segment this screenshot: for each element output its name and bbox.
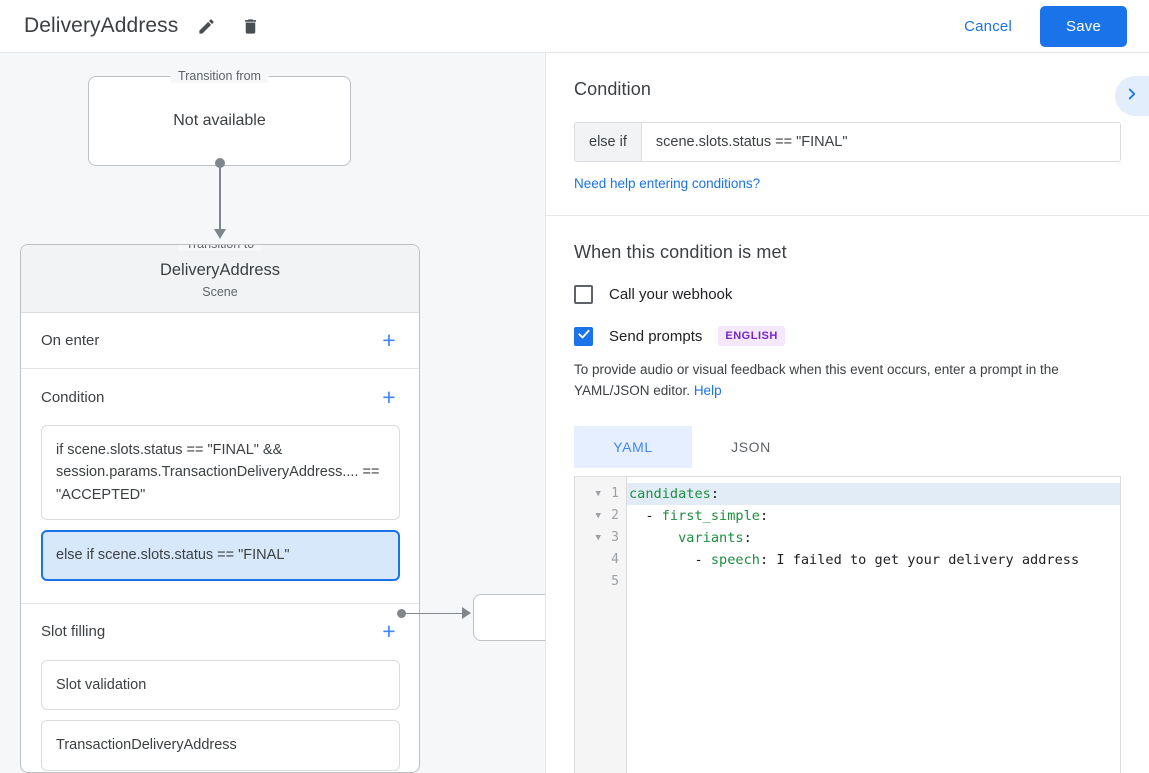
send-prompts-label: Send prompts xyxy=(609,327,703,345)
transition-from-legend: Transition from xyxy=(170,69,269,83)
scene-type: Scene xyxy=(202,285,238,299)
scene-header: DeliveryAddress Scene xyxy=(21,245,419,313)
connector-arrowhead-right xyxy=(462,607,471,619)
add-slot-filling-button[interactable]: + xyxy=(382,618,396,645)
condition-item[interactable]: if scene.slots.status == "FINAL" && sess… xyxy=(41,425,400,521)
when-condition-met-heading: When this condition is met xyxy=(574,242,787,262)
trash-icon xyxy=(241,17,260,36)
section-divider xyxy=(21,602,419,604)
tab-yaml[interactable]: YAML xyxy=(574,425,692,468)
chevron-right-icon xyxy=(1123,85,1141,108)
editor-gutter-line: 4 xyxy=(575,549,626,571)
connector-line-vertical xyxy=(219,163,221,231)
editor-code-area[interactable]: candidates: - first_simple: variants: - … xyxy=(627,477,1120,773)
connector-line-horizontal xyxy=(404,613,464,615)
editor-code-line xyxy=(627,571,1120,593)
condition-section: Condition else if scene.slots.status == … xyxy=(546,53,1149,216)
condition-expression-row[interactable]: else if scene.slots.status == "FINAL" xyxy=(574,122,1121,162)
when-condition-met-section: When this condition is met Call your web… xyxy=(546,216,1149,773)
section-title-on-enter: On enter xyxy=(41,332,100,349)
editor-gutter-line: 5 xyxy=(575,571,626,593)
section-body-condition: if scene.slots.status == "FINAL" && sess… xyxy=(21,425,419,601)
condition-expression-input[interactable]: scene.slots.status == "FINAL" xyxy=(641,123,1120,161)
section-header-condition: Condition + xyxy=(21,369,419,425)
condition-item-selected[interactable]: else if scene.slots.status == "FINAL" xyxy=(41,530,400,581)
scene-name: DeliveryAddress xyxy=(159,261,281,279)
editor-gutter-line: ▼1 xyxy=(575,483,626,505)
editor-format-tabs: YAML JSON xyxy=(574,425,1121,468)
send-prompts-checkbox-row[interactable]: Send prompts ENGLISH xyxy=(574,326,1121,346)
collapse-panel-button[interactable] xyxy=(1115,76,1149,116)
yaml-key: first_simple xyxy=(661,507,760,524)
webhook-checkbox-row[interactable]: Call your webhook xyxy=(574,285,1121,304)
call-webhook-checkbox[interactable] xyxy=(574,285,593,304)
condition-keyword: else if xyxy=(575,123,642,161)
condition-heading: Condition xyxy=(574,79,651,99)
add-on-enter-button[interactable]: + xyxy=(382,327,396,353)
prompts-hint: To provide audio or visual feedback when… xyxy=(574,360,1121,402)
transition-from-node[interactable]: Transition from Not available xyxy=(88,69,351,166)
editor-line-number: 1 xyxy=(611,485,619,501)
app-bar: DeliveryAddress Cancel Save xyxy=(0,0,1149,53)
section-header-slot-filling: Slot filling + xyxy=(21,604,419,660)
page-title: DeliveryAddress xyxy=(24,14,179,37)
yaml-value: I failed to get your delivery address xyxy=(768,551,1080,568)
section-header-on-enter: On enter + xyxy=(21,313,419,369)
slot-filling-item[interactable]: Slot validation xyxy=(41,659,400,711)
prompts-help-link[interactable]: Help xyxy=(693,382,722,398)
editor-line-number: 3 xyxy=(611,529,619,545)
fold-toggle-icon[interactable]: ▼ xyxy=(595,532,601,543)
graph-canvas: Transition from Not available Transition… xyxy=(0,53,545,773)
editor-line-number: 5 xyxy=(611,573,619,589)
call-webhook-label: Call your webhook xyxy=(609,286,733,303)
checkmark-icon xyxy=(577,327,591,346)
save-button[interactable]: Save xyxy=(1040,5,1127,47)
language-badge: ENGLISH xyxy=(718,326,785,346)
connector-dot-condition xyxy=(397,609,406,618)
yaml-key: speech xyxy=(710,551,760,568)
editor-line-number: 4 xyxy=(611,551,619,567)
section-body-slot-filling: Slot validation TransactionDeliveryAddre… xyxy=(21,659,419,772)
cancel-button[interactable]: Cancel xyxy=(950,9,1026,44)
editor-code-line: candidates: xyxy=(627,482,1120,505)
connector-arrowhead-down xyxy=(214,229,226,239)
tab-json[interactable]: JSON xyxy=(731,438,771,455)
editor-gutter-line: ▼3 xyxy=(575,527,626,549)
yaml-colon: : xyxy=(743,529,752,546)
delete-button[interactable] xyxy=(234,10,266,42)
section-title-condition: Condition xyxy=(41,388,105,406)
yaml-colon: : xyxy=(759,551,769,568)
yaml-colon: : xyxy=(710,485,720,502)
editor-code-line: - speech: I failed to get your delivery … xyxy=(629,551,1080,568)
editor-line-number: 2 xyxy=(611,507,619,523)
fold-toggle-icon[interactable]: ▼ xyxy=(595,488,601,499)
fold-toggle-icon[interactable]: ▼ xyxy=(595,510,601,521)
slot-filling-item[interactable]: TransactionDeliveryAddress xyxy=(41,720,400,771)
editor-code-line: - first_simple: xyxy=(629,507,769,524)
target-node-partial[interactable] xyxy=(473,594,545,641)
editor-code-line: variants: xyxy=(627,527,1120,549)
yaml-key: candidates xyxy=(629,485,711,502)
add-condition-button[interactable]: + xyxy=(382,383,396,410)
condition-help-link[interactable]: Need help entering conditions? xyxy=(574,176,761,191)
send-prompts-checkbox[interactable] xyxy=(574,326,593,346)
pencil-icon xyxy=(197,17,216,36)
transition-from-value: Not available xyxy=(173,112,266,129)
yaml-colon: : xyxy=(759,507,769,524)
section-title-slot-filling: Slot filling xyxy=(41,623,106,641)
yaml-key: variants xyxy=(678,529,744,546)
detail-panel: Condition else if scene.slots.status == … xyxy=(545,53,1149,773)
edit-button[interactable] xyxy=(190,10,222,42)
transition-to-legend: Transition to xyxy=(177,245,263,251)
prompts-hint-text: To provide audio or visual feedback when… xyxy=(574,362,1059,398)
editor-gutter-line: ▼2 xyxy=(575,505,626,527)
transition-to-node[interactable]: Transition to DeliveryAddress Scene On e… xyxy=(20,244,420,773)
